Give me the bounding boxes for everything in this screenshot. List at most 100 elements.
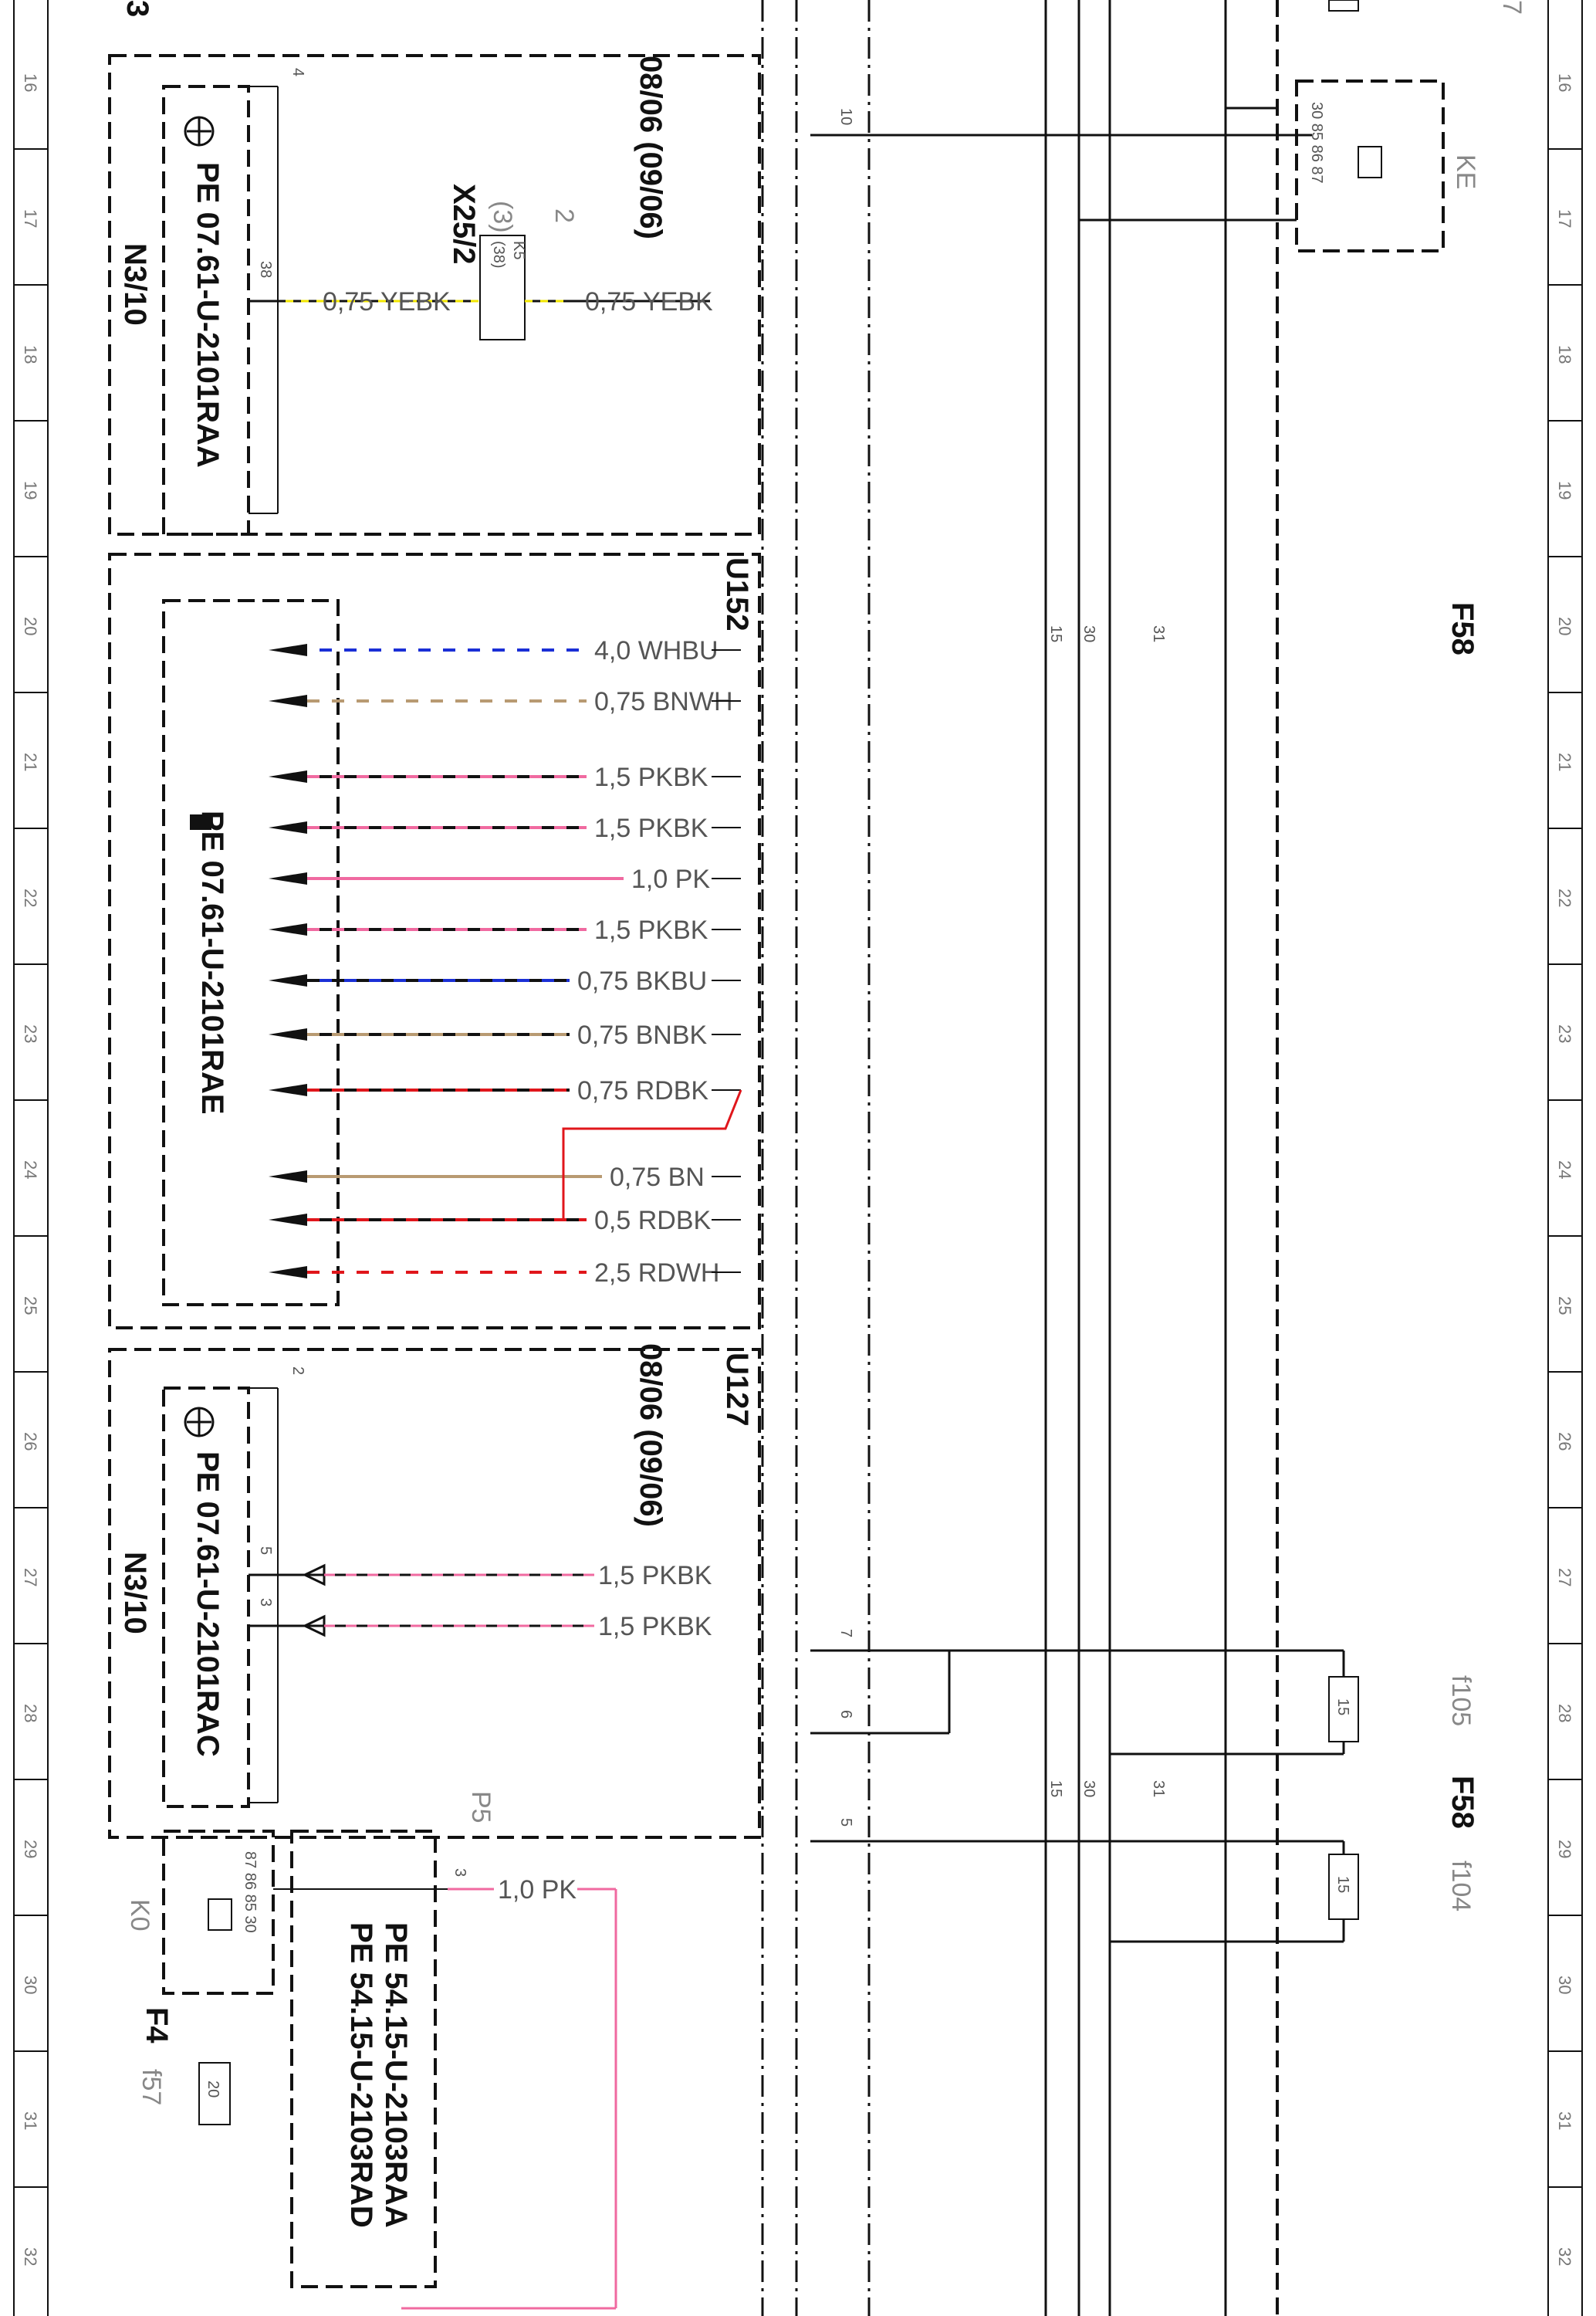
grid-number-right-25: 25 [1555, 1296, 1574, 1315]
right-grid-strip [1547, 0, 1583, 2316]
relay-k0-pins: 87 86 85 30 [242, 1851, 259, 1933]
connector-note: (3) [488, 201, 517, 233]
right-side: KE 30 85 86 87 7 F58 F58 f105 f104 15 15 [1079, 0, 1527, 1943]
date-note-top: 08/06 (09/06) [634, 56, 668, 239]
hand-icon-u152 [190, 814, 211, 830]
grid-number-right-18: 18 [1555, 345, 1574, 364]
grid-number-right-23: 23 [1555, 1024, 1574, 1043]
bus-pin-7: 7 [837, 1629, 854, 1637]
top-partial-label: 3 [120, 0, 154, 17]
wire-label-u152: 1,5 PKBK [594, 763, 708, 792]
grid-number-left-19: 19 [21, 481, 40, 499]
fuse-block-f58-top: F58 [1446, 602, 1479, 655]
wire-label-u152: 1,5 PKBK [594, 814, 708, 843]
grid-number-right-17: 17 [1555, 209, 1574, 228]
u152-id: U152 [720, 557, 754, 631]
relay-k0: K0 [125, 1899, 154, 1932]
fuse-block-f4: F4 [140, 2007, 174, 2043]
right-top-partial: 7 [1497, 0, 1527, 15]
wire-arrow-icon [269, 644, 307, 656]
wire-label-u152: 1,0 PK [631, 865, 710, 894]
connector-p5: P5 [466, 1791, 495, 1823]
wire-arrow-icon [269, 1170, 307, 1183]
u127-pin-5: 5 [257, 1546, 274, 1555]
grid-number-left-25: 25 [21, 1296, 40, 1315]
wire-arrow-icon [269, 821, 307, 834]
pe-ref-u152[interactable]: PE 07.61-U-2101RAE [195, 811, 229, 1115]
grid-number-left-32: 32 [21, 2247, 40, 2266]
rail-30-label: 30 [1080, 625, 1097, 642]
grid-number-right-20: 20 [1555, 617, 1574, 635]
pe-ref-54-15-rad[interactable]: PE 54.15-U-2103RAD [344, 1922, 378, 2228]
pe-ref-54-15-raa[interactable]: PE 54.15-U-2103RAA [379, 1922, 413, 2228]
pin-38-label: 38 [257, 261, 274, 278]
u152-wires: 4,0 WHBU 0,75 BNWH 1,5 PKBK 1,5 PKBK 1,0 PK 1… [269, 636, 742, 1288]
fuse-f104: f104 [1446, 1861, 1476, 1911]
pe-ref-top[interactable]: PE 07.61-U-2101RAA [191, 162, 225, 468]
pe-ref-u127[interactable]: PE 07.61-U-2101RAC [191, 1451, 225, 1757]
grid-number-left-29: 29 [21, 1840, 40, 1858]
grid-number-left-17: 17 [21, 209, 40, 228]
fuse-block-f58-bottom: F58 [1446, 1776, 1479, 1829]
grid-number-right-29: 29 [1555, 1840, 1574, 1858]
wire-arrow-icon [269, 1266, 307, 1278]
grid-number-right-28: 28 [1555, 1704, 1574, 1722]
grid-number-right-19: 19 [1555, 481, 1574, 499]
wire-label-u152: 0,75 RDBK [577, 1076, 708, 1106]
left-grid-strip [13, 0, 49, 2316]
grid-number-left-27: 27 [21, 1568, 40, 1586]
block-u127: U127 PE 07.61-U-2101RAC N3/10 08/06 (09/… [108, 1343, 761, 1839]
grid-number-left-30: 30 [21, 1976, 40, 1994]
wire-arrow-icon [269, 1028, 307, 1041]
grid-number-right-16: 16 [1555, 73, 1574, 92]
wire-arrow-icon [269, 770, 307, 783]
block-bottom: K0 87 86 85 30 F4 f57 20 PE 54.15-U-2103… [125, 1791, 617, 2310]
grid-number-right-22: 22 [1555, 889, 1574, 907]
wire-arrow-icon [269, 695, 307, 707]
wire-label-yebk-right: 0,75 YEBK [585, 287, 713, 317]
grid-number-right-30: 30 [1555, 1976, 1574, 1994]
rail-31-label: 31 [1150, 625, 1167, 642]
wire-label-u152: 0,75 BN [610, 1163, 705, 1192]
connector-pin-2: 2 [549, 208, 579, 223]
grid-number-left-16: 16 [21, 73, 40, 92]
wire-label-u152: 0,75 BNWH [594, 687, 733, 716]
wire-label-u152: 0,75 BKBU [577, 967, 707, 996]
wire-label-u152: 0,75 BNBK [577, 1021, 708, 1050]
block-u152: U152 PE 07.61-U-2101RAE [108, 553, 761, 1329]
p5-pin-3: 3 [451, 1868, 468, 1877]
u127-wire-1: 1,5 PKBK [598, 1561, 712, 1590]
connector-x25-2: X25/2 [447, 184, 481, 265]
grid-number-left-22: 22 [21, 889, 40, 907]
grid-number-left-28: 28 [21, 1704, 40, 1722]
wire-label-u152: 0,5 RDBK [594, 1206, 711, 1235]
grid-number-right-32: 32 [1555, 2247, 1574, 2266]
pin-4-label: 4 [289, 68, 306, 76]
block-top: PE 07.61-U-2101RAA N3/10 08/06 (09/06) 4… [108, 54, 761, 536]
wire-arrow-icon [269, 1084, 307, 1096]
bus-rail-labels: 15 30 31 15 30 31 [1047, 625, 1167, 1797]
grid-number-right-27: 27 [1555, 1568, 1574, 1586]
wire-label-pk-bottom: 1,0 PK [498, 1875, 577, 1905]
wire-arrow-icon [269, 872, 307, 885]
grid-number-right-31: 31 [1555, 2111, 1574, 2130]
wire-arrow-icon [269, 923, 307, 936]
transistor-icon [184, 116, 215, 147]
grid-number-left-31: 31 [21, 2111, 40, 2130]
grid-number-left-18: 18 [21, 345, 40, 364]
transistor-icon-u127 [184, 1407, 215, 1437]
bus-pin-6: 6 [837, 1710, 854, 1718]
date-note-u127: 08/06 (09/06) [634, 1343, 668, 1527]
bus-rails [761, 0, 1279, 2316]
conn-38: (38) [490, 241, 507, 269]
grid-number-left-20: 20 [21, 617, 40, 635]
rail-15-label-2: 15 [1047, 1780, 1064, 1797]
fuse-f57: f57 [137, 2069, 166, 2105]
grid-number-left-24: 24 [21, 1160, 40, 1179]
bus-pin-5: 5 [837, 1818, 854, 1827]
fuse-f104-value: 15 [1334, 1876, 1351, 1893]
wire-label-u152: 1,5 PKBK [594, 916, 708, 945]
wire-label-u152: 4,0 WHBU [594, 636, 719, 665]
grid-number-left-21: 21 [21, 753, 40, 771]
